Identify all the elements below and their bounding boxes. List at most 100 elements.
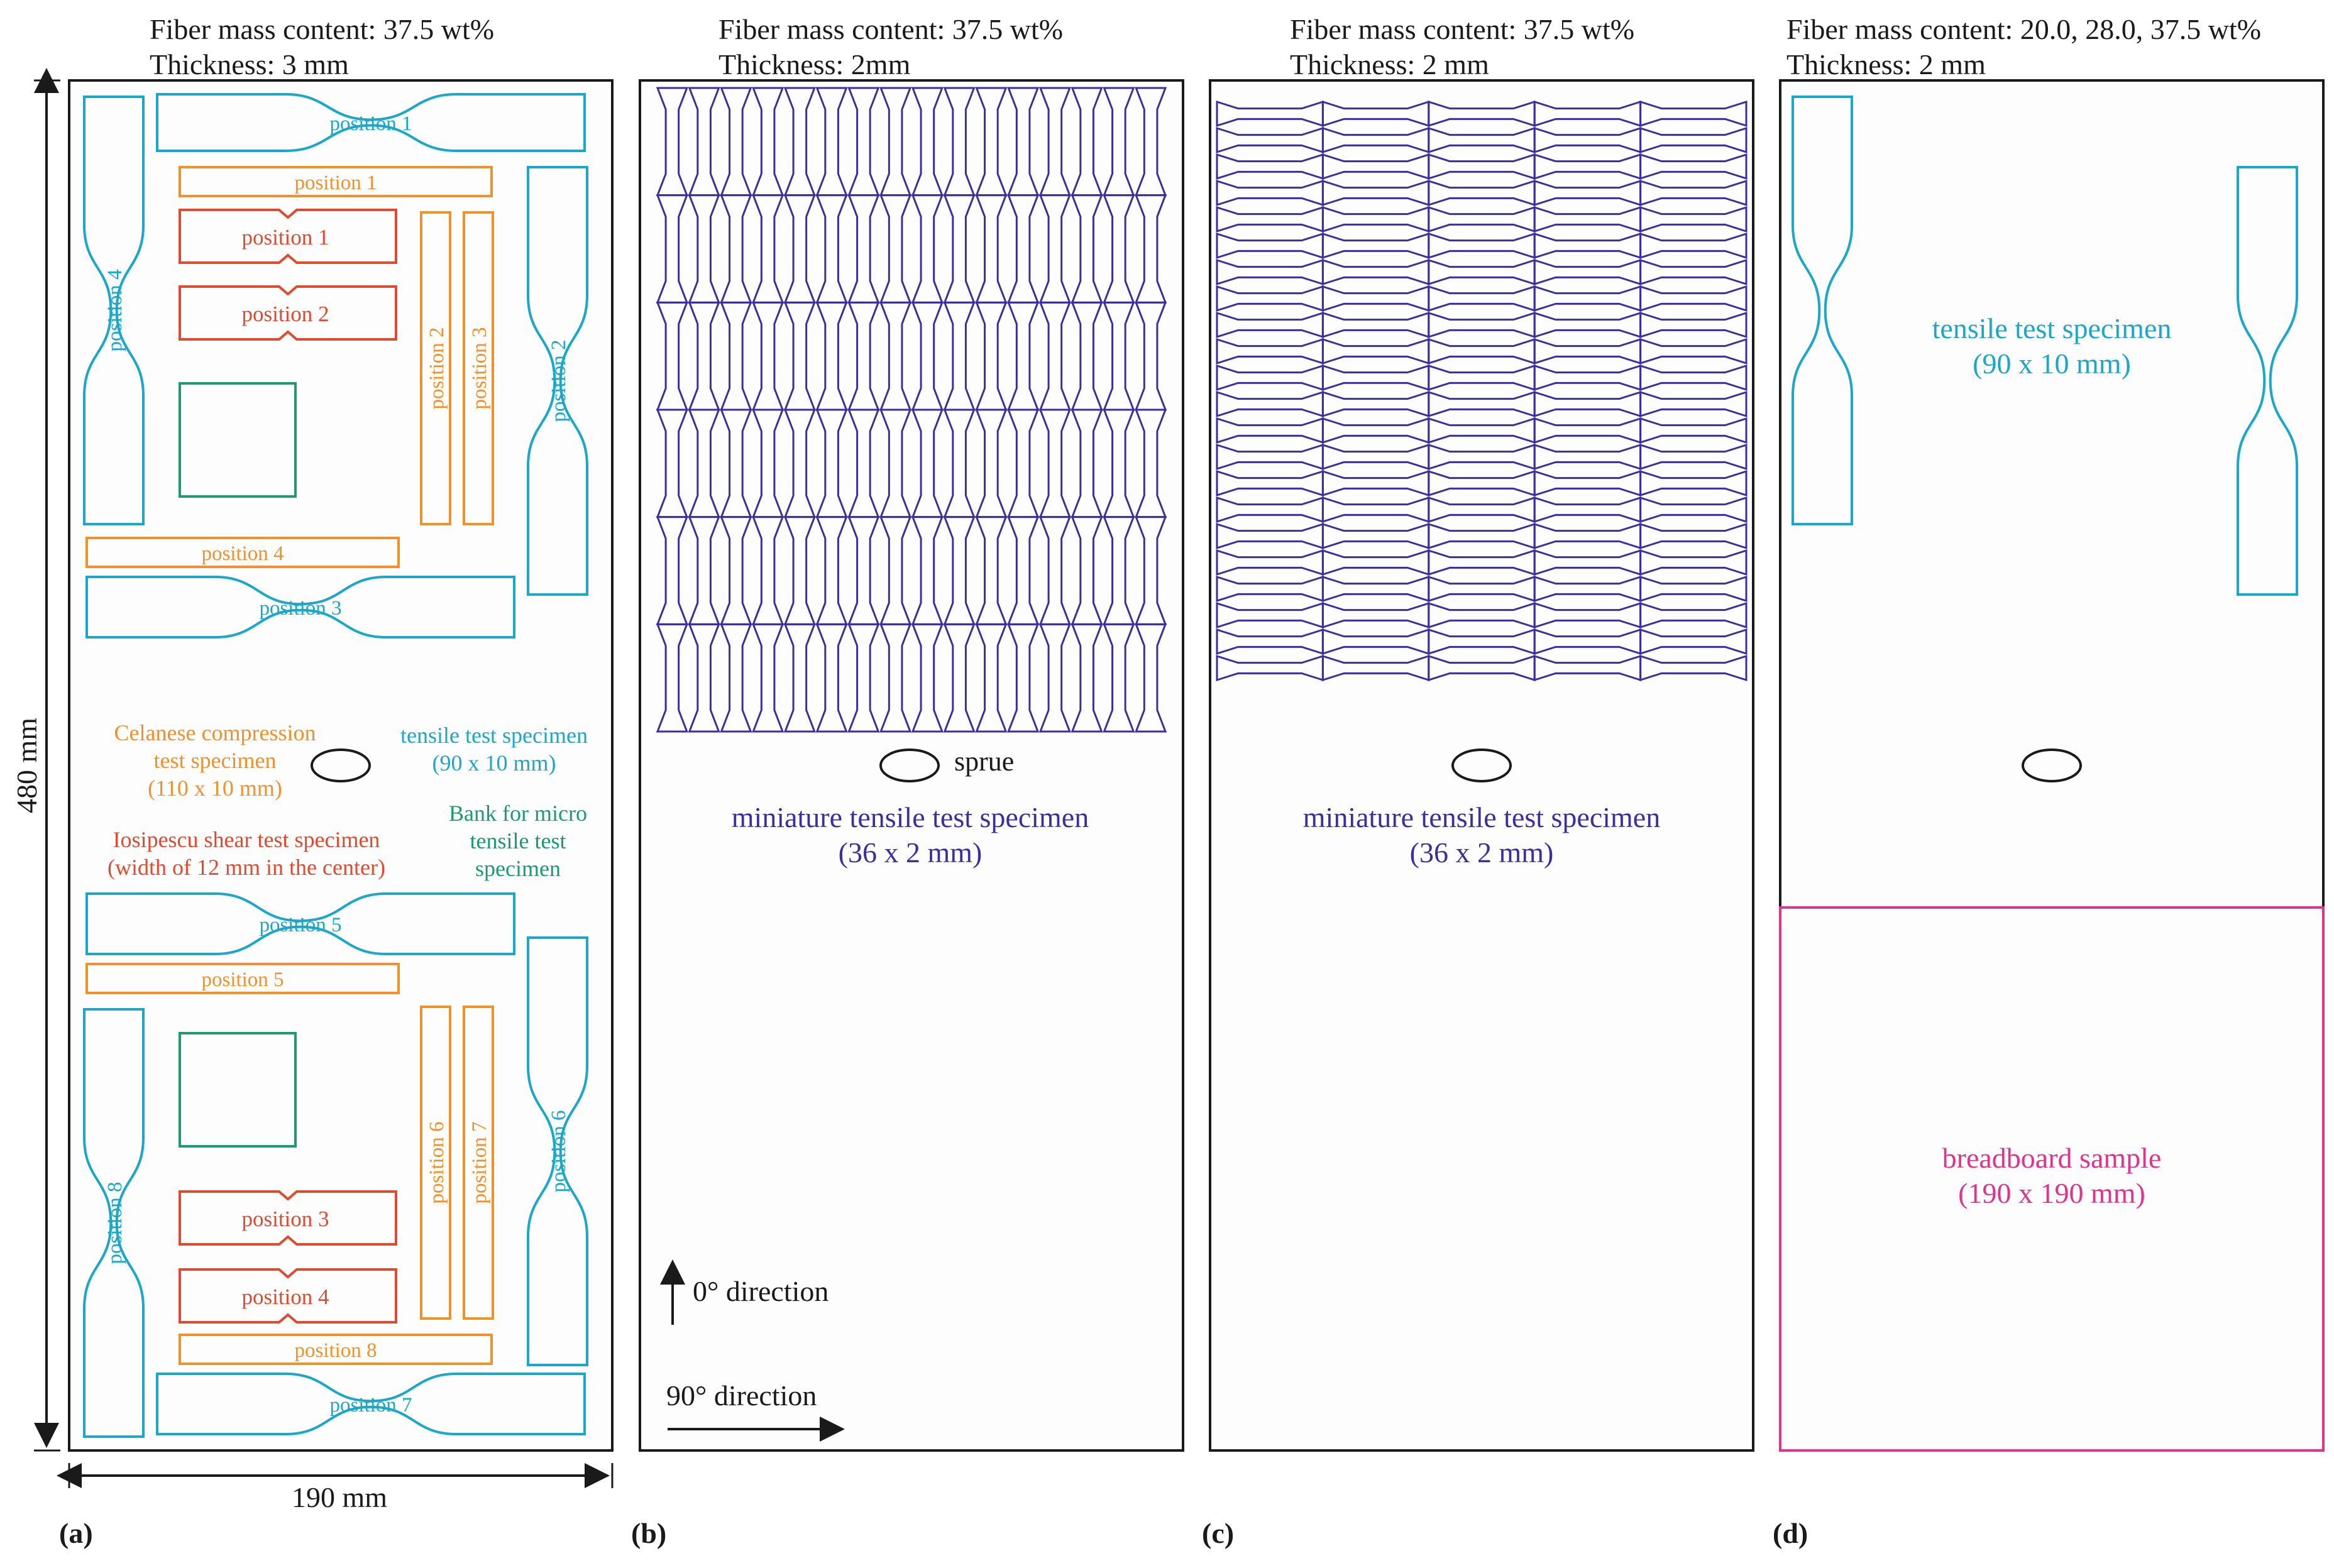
compression-label-c1: position 1 (294, 172, 377, 194)
panel-c: Fiber mass content: 37.5 wt% Thickness: … (1202, 13, 1754, 1549)
mini-specimen-c (1639, 153, 1748, 180)
tensile-specimen-t8 (83, 1008, 145, 1438)
panel-a-fiber-content: Fiber mass content: 37.5 wt% (150, 13, 494, 45)
mini-specimen-c (1639, 469, 1748, 497)
mini-specimen-c (1639, 179, 1748, 207)
legend-shear: Iosipescu shear test specimen (width of … (107, 827, 385, 880)
width-dimension-label: 190 mm (292, 1481, 387, 1513)
panel-b-label: (b) (631, 1517, 666, 1549)
zero-degree-label: 0° direction (693, 1275, 828, 1307)
breadboard-caption-line-1: breadboard sample (1942, 1142, 2162, 1174)
mini-specimen-c (1639, 311, 1748, 339)
panel-d-sprue (2022, 748, 2082, 782)
mini-specimen-c (1639, 390, 1748, 418)
mini-specimen-b (975, 623, 1008, 733)
panel-b-caption-line-2: (36 x 2 mm) (839, 836, 983, 869)
panel-a: Fiber mass content: 37.5 wt% Thickness: … (11, 13, 614, 1549)
shear-label-s1: position 1 (241, 225, 329, 249)
panel-c-plate (1209, 79, 1754, 1452)
mini-specimen-c (1639, 206, 1748, 233)
tensile-label-t6: position 6 (548, 1110, 570, 1192)
mini-specimen-c (1639, 258, 1748, 286)
tensile-specimen-t5 (85, 892, 515, 955)
tensile-specimen-t6 (527, 936, 588, 1366)
panel-c-caption-line-1: miniature tensile test specimen (1303, 801, 1660, 833)
mini-specimen-c (1639, 100, 1748, 128)
compression-specimens: position 1 position 4 position 5 position 8… (85, 166, 494, 1365)
mini-specimen-b (752, 623, 784, 733)
tensile-specimen-t3 (85, 576, 515, 639)
panel-d-thickness: Thickness: 2 mm (1786, 48, 1986, 80)
tensile-specimens: position 1 position 3 position 5 position 7… (83, 93, 588, 1438)
compression-label-c5: position 5 (201, 968, 283, 991)
mini-specimen-b (815, 623, 848, 733)
legend-shear-line-2: (width of 12 mm in the center) (107, 855, 385, 880)
panel-b-fiber-content: Fiber mass content: 37.5 wt% (718, 13, 1063, 45)
tensile-label-t7: position 7 (329, 1394, 412, 1417)
tensile-label-t3: position 3 (259, 597, 341, 620)
tensile-label-t1: position 1 (329, 112, 412, 135)
panel-b-sprue (879, 748, 940, 782)
mini-specimen-b (656, 623, 688, 733)
mini-specimen-c (1639, 417, 1748, 444)
mini-specimen-c (1639, 337, 1748, 365)
tensile-specimen-t4 (83, 96, 145, 525)
mini-specimen-c (1639, 522, 1748, 550)
shear-label-s4: position 4 (241, 1285, 329, 1309)
panel-b-caption-line-1: miniature tensile test specimen (732, 801, 1089, 833)
ninety-degree-label: 90° direction (666, 1379, 817, 1412)
mini-specimen-b (1038, 623, 1071, 733)
legend-compression: Celanese compression test specimen (110 … (114, 720, 316, 801)
mini-specimen-b (1103, 623, 1135, 733)
tensile-label-t2: position 2 (548, 339, 570, 422)
panel-a-sprue (311, 748, 371, 782)
compression-label-c3: position 3 (468, 327, 491, 409)
tensile-label-t4: position 4 (104, 269, 126, 351)
panel-c-label: (c) (1202, 1517, 1234, 1549)
tensile-specimen-t2 (527, 166, 588, 596)
height-dimension-label: 480 mm (11, 718, 43, 813)
panel-d-tensile-caption-line-1: tensile test specimen (1932, 312, 2172, 344)
legend-compression-line-1: Celanese compression (114, 720, 316, 745)
shear-specimen-s2 (179, 285, 397, 341)
panel-d-tensile-specimen-1 (1792, 96, 1853, 525)
panel-c-thickness: Thickness: 2 mm (1290, 48, 1489, 80)
mini-specimen-c (1639, 575, 1748, 603)
panel-d: Fiber mass content: 20.0, 28.0, 37.5 wt%… (1773, 13, 2325, 1549)
compression-specimen-c1 (179, 166, 493, 197)
mini-specimen-b (1007, 623, 1040, 733)
panel-d-fiber-content: Fiber mass content: 20.0, 28.0, 37.5 wt% (1786, 13, 2261, 45)
panel-d-tensile-specimen-2 (2237, 166, 2298, 596)
tensile-label-t5: position 5 (259, 914, 341, 936)
panel-d-label: (d) (1773, 1517, 1808, 1549)
shear-label-s3: position 3 (241, 1207, 329, 1231)
panel-d-plate (1779, 79, 2325, 1452)
bank-square-upper (179, 382, 297, 498)
mini-specimen-c (1639, 364, 1748, 392)
panel-c-fiber-content: Fiber mass content: 37.5 wt% (1290, 13, 1634, 45)
panel-b-thickness: Thickness: 2mm (718, 48, 911, 80)
mini-specimen-b (943, 623, 976, 733)
compression-specimen-c7 (463, 1006, 494, 1320)
breadboard-caption-line-2: (190 x 190 mm) (1958, 1177, 2145, 1209)
mini-specimen-c (1639, 549, 1748, 576)
legend-compression-line-2: test specimen (154, 748, 277, 773)
legend-tensile-line-2: (90 x 10 mm) (432, 750, 556, 776)
compression-label-c8: position 8 (294, 1339, 377, 1362)
mini-specimen-c (1639, 601, 1748, 629)
mini-specimen-b (688, 623, 720, 733)
shear-specimen-s3 (179, 1190, 397, 1246)
mini-specimen-b (1071, 623, 1103, 733)
legend-compression-line-3: (110 x 10 mm) (148, 776, 282, 801)
shear-label-s2: position 2 (241, 302, 329, 326)
mini-specimen-b (911, 623, 944, 733)
mini-specimen-c (1639, 232, 1748, 260)
mini-specimen-c (1639, 126, 1748, 154)
legend-tensile: tensile test specimen (90 x 10 mm) (400, 723, 588, 776)
tensile-specimen-t1 (156, 93, 586, 152)
mini-specimen-c (1639, 443, 1748, 471)
legend-bank-line-3: specimen (475, 856, 561, 881)
legend-bank: Bank for micro tensile test specimen (449, 801, 587, 881)
panel-a-plate (68, 79, 614, 1452)
